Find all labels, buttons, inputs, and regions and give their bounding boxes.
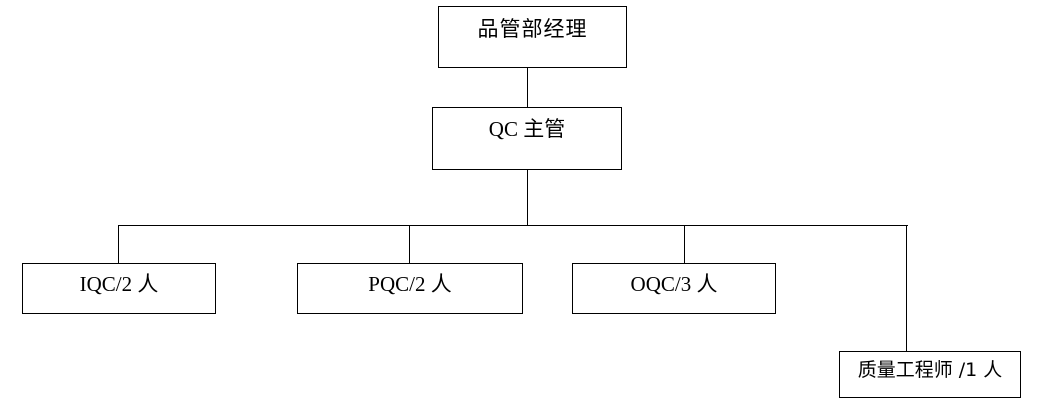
connector-bus-to-iqc (118, 225, 120, 264)
node-quality-engineer[interactable]: 质量工程师 /1 人 (839, 351, 1021, 398)
connector-supervisor-to-bus (527, 170, 529, 226)
node-label-engineer: 质量工程师 /1 人 (857, 359, 1003, 381)
node-iqc[interactable]: IQC/2 人 (22, 263, 216, 314)
node-quality-department-manager[interactable]: 品管部经理 (438, 6, 627, 68)
node-label-supervisor: QC 主管 (488, 117, 566, 141)
connector-bus-to-oqc (684, 225, 686, 264)
node-qc-supervisor[interactable]: QC 主管 (432, 107, 622, 170)
connector-horizontal-bus (118, 225, 908, 227)
node-label-oqc: OQC/3 人 (630, 272, 718, 296)
node-pqc[interactable]: PQC/2 人 (297, 263, 523, 314)
connector-bus-to-pqc (409, 225, 411, 264)
connector-manager-to-supervisor (527, 67, 529, 108)
node-oqc[interactable]: OQC/3 人 (572, 263, 776, 314)
connector-bus-to-quality-engineer (906, 225, 908, 352)
node-label-iqc: IQC/2 人 (79, 272, 159, 296)
node-label-manager: 品管部经理 (477, 17, 588, 41)
node-label-pqc: PQC/2 人 (368, 272, 452, 296)
